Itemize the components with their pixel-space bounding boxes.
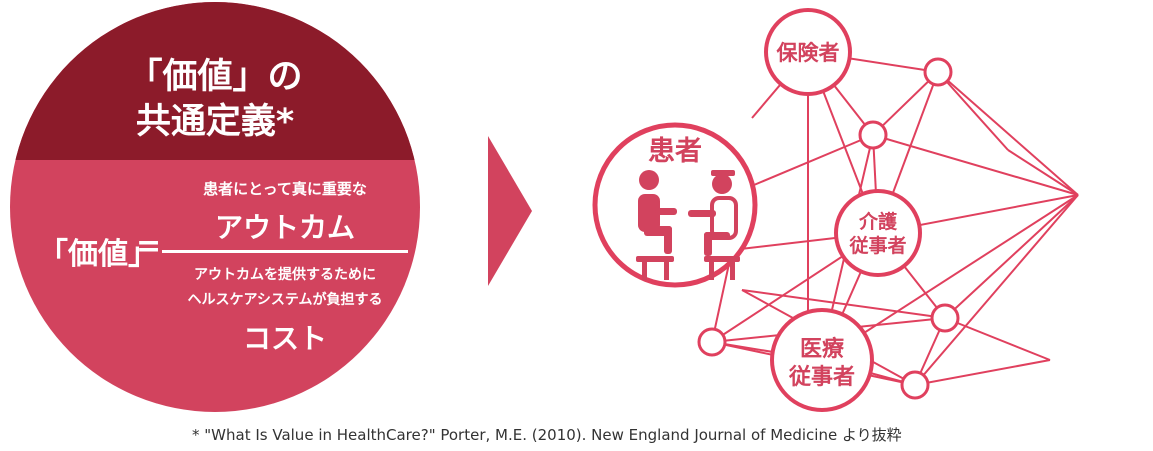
patient-doctor-icon bbox=[636, 170, 740, 280]
network-node bbox=[930, 303, 960, 333]
formula-equals-sign: = bbox=[136, 229, 162, 264]
caregiver-node bbox=[834, 189, 922, 277]
numerator-outcome: アウトカム bbox=[214, 211, 355, 244]
medical-label-line2: 従事者 bbox=[788, 364, 855, 390]
insurer-label: 保険者 bbox=[776, 41, 840, 65]
medical-worker-node bbox=[770, 308, 874, 412]
definition-title-line1: 「価値」の bbox=[127, 57, 303, 97]
value-definition-circle: 「価値」の 共通定義* 「価値」 = 患者にとって真に重要な アウトカム アウト… bbox=[10, 2, 420, 412]
formula-value-label: 「価値」 bbox=[38, 237, 158, 272]
fraction-line bbox=[162, 250, 408, 253]
denominator-subtitle-line1: アウトカムを提供するために bbox=[194, 267, 376, 283]
network-node bbox=[858, 120, 888, 150]
network-node bbox=[900, 370, 930, 400]
small-nodes bbox=[697, 57, 960, 400]
denominator-cost: コスト bbox=[242, 322, 327, 355]
caregiver-label-line1: 介護 bbox=[858, 210, 898, 233]
footnote-citation: * "What Is Value in HealthCare?" Porter,… bbox=[192, 426, 902, 444]
numerator-subtitle: 患者にとって真に重要な bbox=[203, 180, 367, 198]
patient-node bbox=[592, 122, 758, 288]
network-node bbox=[697, 327, 727, 357]
definition-header bbox=[10, 2, 420, 160]
patient-label: 患者 bbox=[648, 136, 702, 167]
caregiver-label-line2: 従事者 bbox=[848, 234, 906, 257]
medical-label-line1: 医療 bbox=[800, 336, 844, 362]
network-node bbox=[923, 57, 953, 87]
definition-title-line2: 共通定義* bbox=[135, 102, 295, 142]
denominator-subtitle-line2: ヘルスケアシステムが負担する bbox=[187, 292, 383, 308]
insurer-node bbox=[764, 8, 852, 96]
